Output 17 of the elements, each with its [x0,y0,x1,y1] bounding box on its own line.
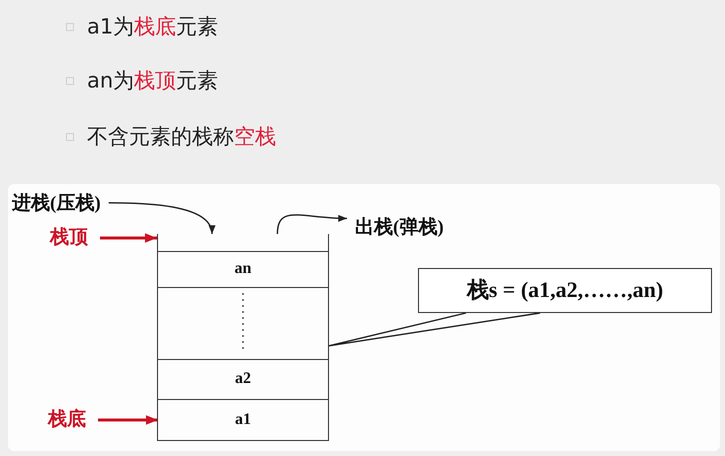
arrow [108,202,214,234]
leader-line [328,312,541,346]
bullet-text: a1为栈底元素 [87,14,218,39]
stack-container [157,234,329,441]
bottom-pointer-label: 栈底 [48,408,98,432]
pop-label: 出栈(弹栈) [347,216,444,240]
arrow [98,415,158,425]
stack-slot: a1 [158,399,328,440]
stack-slot: a2 [158,359,328,399]
callout-box: 栈s = (a1,a2,……,an) [418,268,712,313]
stack-slot: an [158,251,328,287]
bullet-text: 不含元素的栈称空栈 [87,124,276,149]
arrow [100,233,157,243]
arrow [276,214,348,234]
push-label: 进栈(压栈) [12,192,109,216]
top-pointer-label: 栈顶 [50,226,100,250]
bullet-text: an为栈顶元素 [87,68,218,93]
